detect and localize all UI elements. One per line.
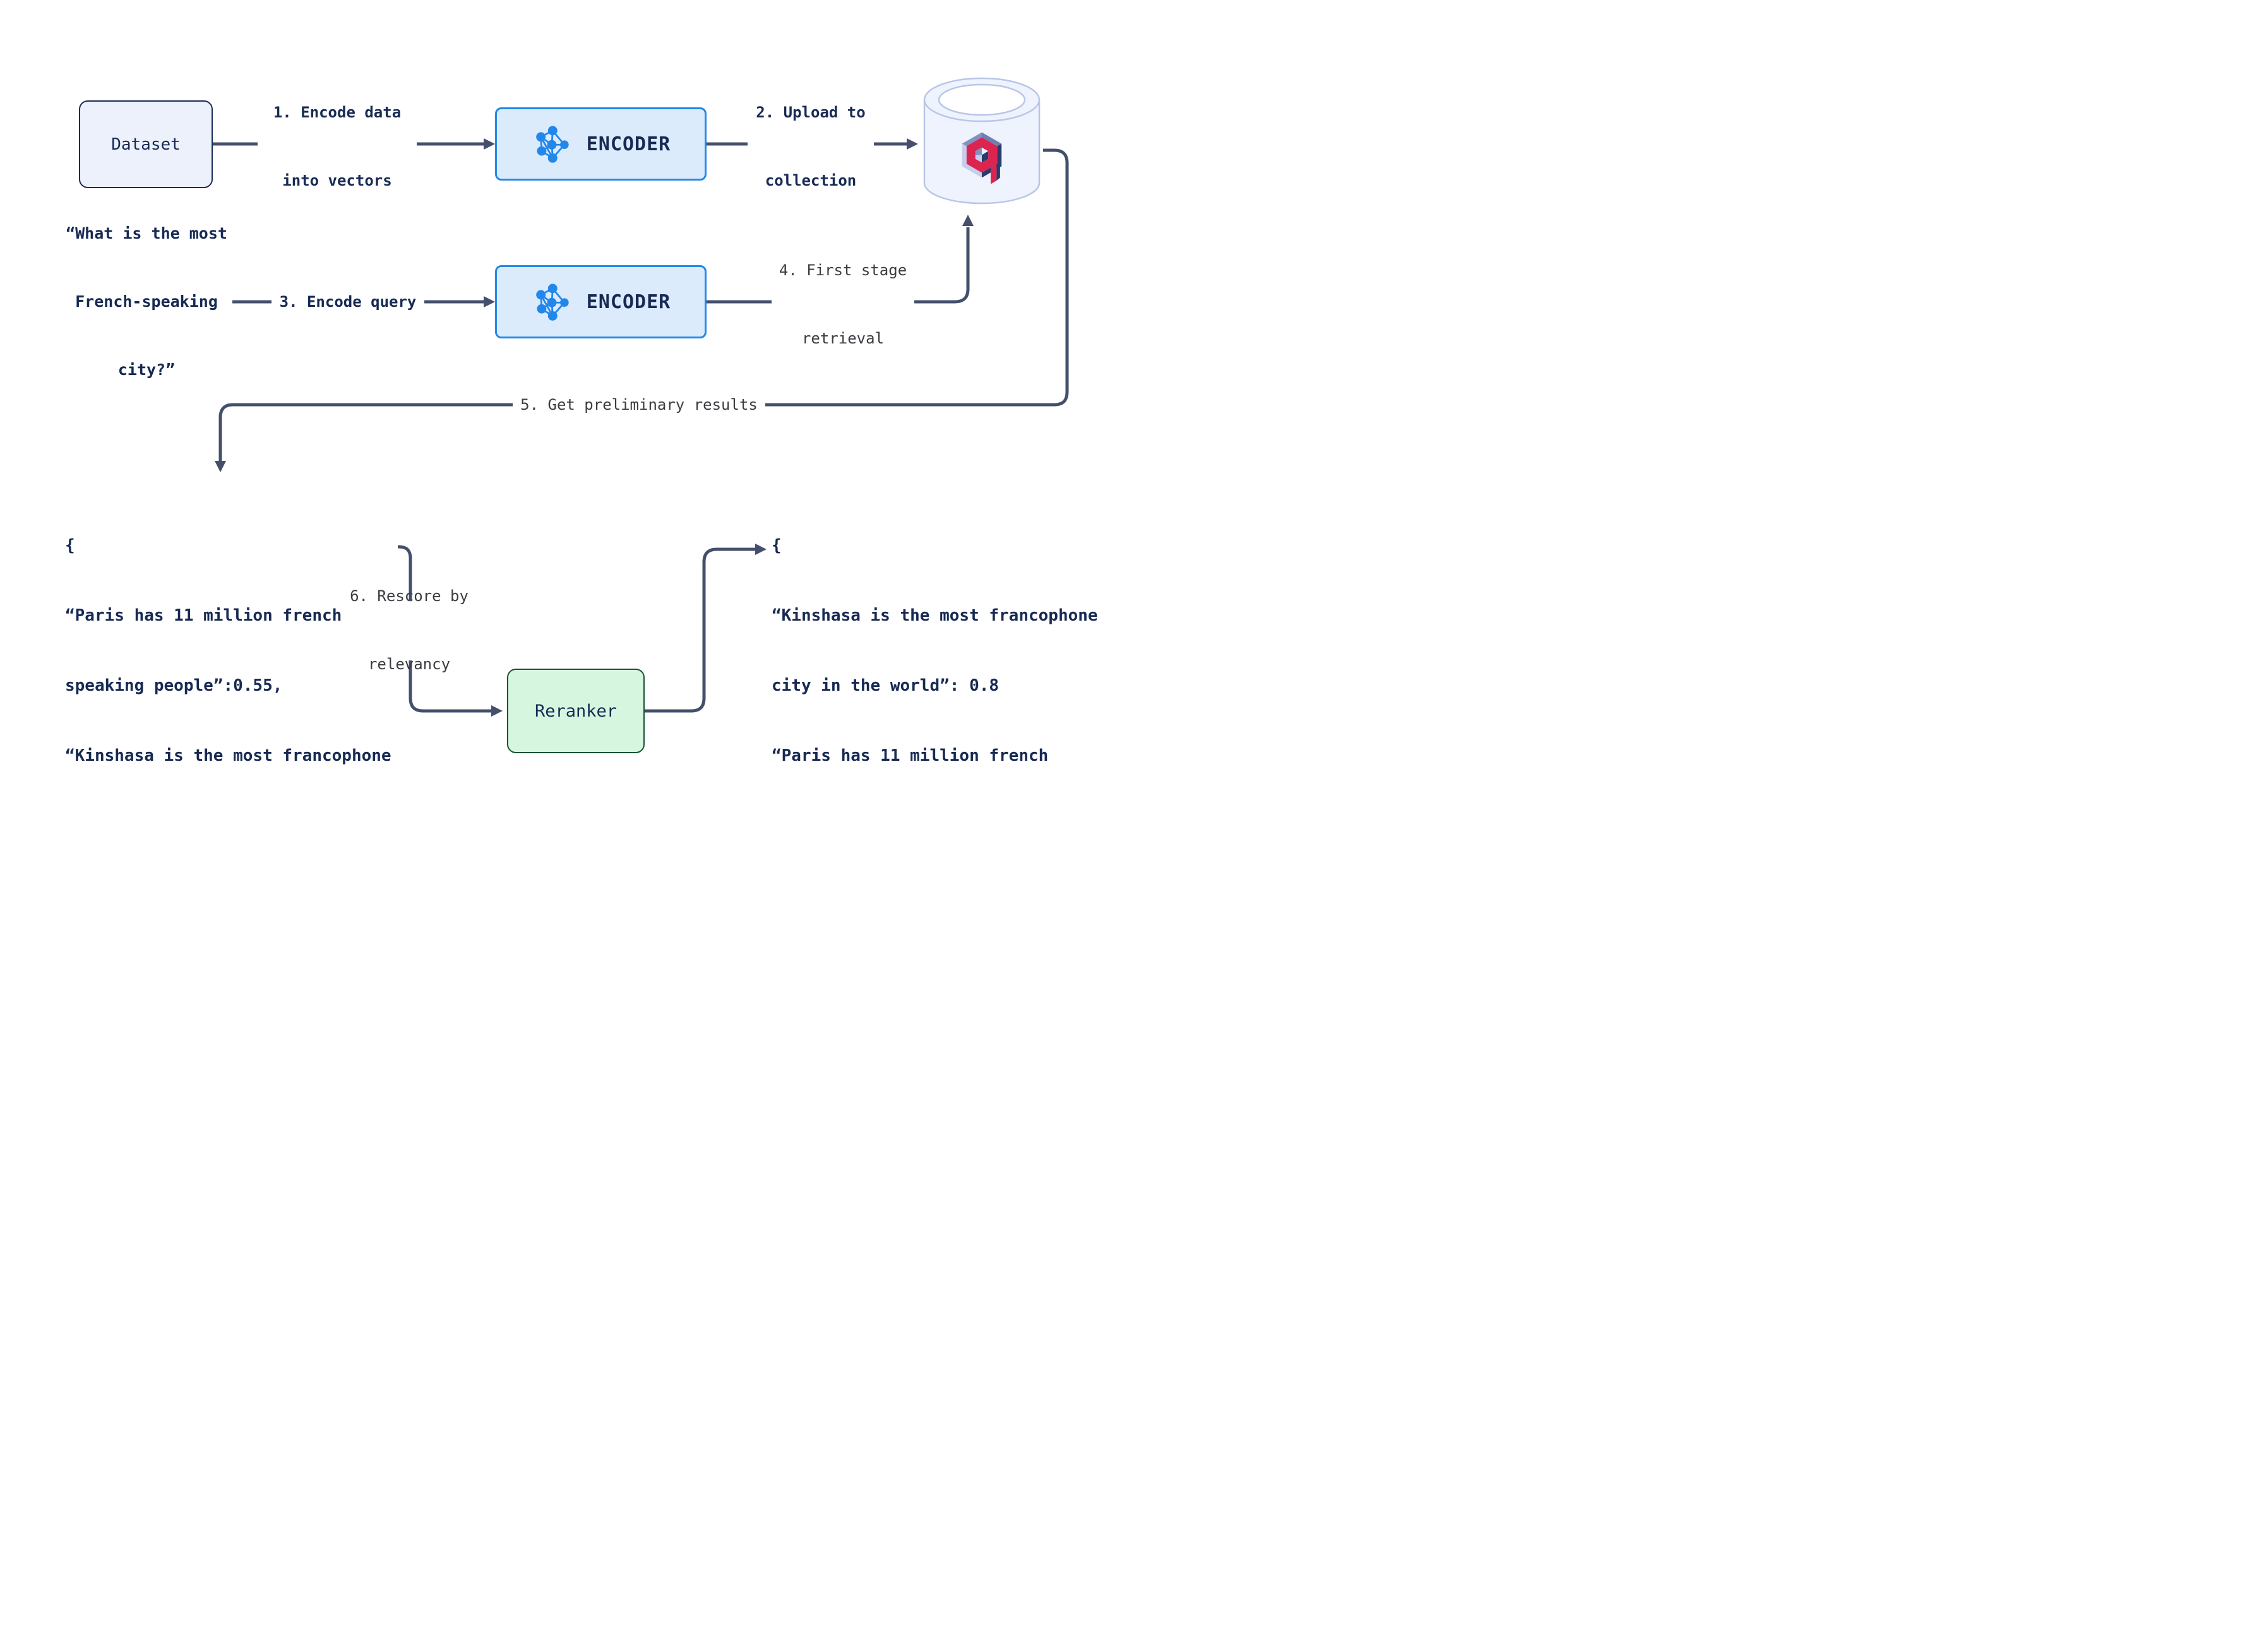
query-line: French-speaking [75,292,218,311]
cylinder-opening [938,83,1026,116]
arrowhead-into-reranker [491,705,503,717]
qdrant-logo [962,132,1002,184]
connector-results-to-step6 [398,545,412,600]
reranker-label: Reranker [534,701,618,721]
neural-network-icon [535,283,569,321]
step-3-label: 3. Encode query [279,293,417,311]
pipeline-diagram: Dataset [0,0,1134,817]
connector-step4-to-db [914,227,970,304]
connector-step6-to-reranker [409,660,491,713]
encoder-top-label: ENCODER [586,133,671,155]
arrowhead-into-encoder-top [484,138,495,150]
query-line: “What is the most [66,224,227,242]
encoder-bottom-label: ENCODER [586,290,671,313]
result-line: city in the world”:0.46 [65,814,391,817]
reranked-results-json: { “Kinshasa is the most francophone city… [772,487,1098,817]
step-4-label: 4. First stage retrieval [779,261,907,347]
step-1-label: 1. Encode data into vectors [273,104,402,189]
result-line: { [65,536,75,555]
vector-db-cylinder [923,77,1041,205]
arrowhead-into-db [907,138,918,150]
result-line: city in the world”: 0.8 [772,676,1000,695]
step-5-label: 5. Get preliminary results [520,396,758,414]
connector-step5-to-results [218,403,513,461]
result-line: “Kinshasa is the most francophone [65,746,391,765]
connectors-layer [213,138,1069,717]
arrowhead-up-into-db [962,215,974,226]
connector-db-to-step5 [765,148,1069,407]
preliminary-results-json: { “Paris has 11 million french speaking … [65,487,391,817]
neural-network-icon [535,126,569,163]
dataset-label: Dataset [111,134,181,154]
arrowhead-down-into-results [215,461,226,472]
result-line: “Paris has 11 million french [772,746,1049,765]
query-line: city?” [117,361,176,379]
result-line: “Kinshasa is the most francophone [772,606,1098,625]
dataset-node: Dataset [79,100,213,188]
step-2-label: 2. Upload to collection [756,104,866,189]
query-text: “What is the most French-speaking city?” [66,177,227,427]
arrowhead-into-encoder-bottom [484,296,495,307]
result-line: speaking people”: 0.37, [772,814,1098,817]
result-line: “Paris has 11 million french [65,606,342,625]
encoder-top-node: ENCODER [495,107,707,181]
result-line: speaking people”:0.55, [65,676,283,695]
arrowhead-into-output [755,544,767,555]
connector-reranker-to-output [645,547,755,713]
reranker-node: Reranker [507,669,645,753]
result-line: { [772,536,782,555]
encoder-bottom-node: ENCODER [495,265,707,338]
step-6-label: 6. Rescore by relevancy [350,587,469,673]
